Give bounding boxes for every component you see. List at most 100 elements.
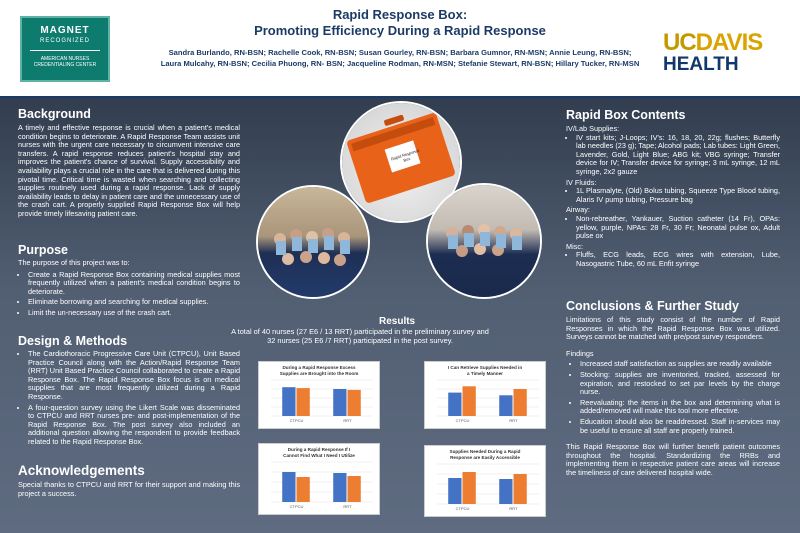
- background-heading: Background: [18, 107, 91, 121]
- purpose-list: Create a Rapid Response Box containing m…: [18, 270, 240, 318]
- contents-group-list: 1L Plasmalyte, (Old) Bolus tubing, Squee…: [566, 186, 780, 204]
- results-text: A total of 40 nurses (27 E6 / 13 RRT) pa…: [231, 327, 489, 345]
- contents-section: IV/Lab Supplies: IV start kits; J-Loops;…: [566, 124, 780, 271]
- contents-heading: Rapid Box Contents: [566, 108, 686, 122]
- chart-title: Supplies are Brought into the Room: [280, 371, 359, 376]
- ucd-logo-davis: DAVIS: [695, 29, 764, 56]
- findings-list: Increased staff satisfaction as supplies…: [566, 360, 780, 435]
- chart-bar: [499, 479, 513, 504]
- chart-category-label: RRT: [509, 418, 518, 423]
- header: MAGNET RECOGNIZED AMERICAN NURSES CREDEN…: [0, 0, 800, 98]
- chart-bar: [333, 473, 347, 502]
- ack-text: Special thanks to CTPCU and RRT for thei…: [18, 480, 240, 498]
- contents-item: 1L Plasmalyte, (Old) Bolus tubing, Squee…: [576, 186, 780, 204]
- magnet-logo-divider: [30, 50, 100, 51]
- chart-bar: [282, 387, 296, 416]
- team-illustration-right: [446, 224, 522, 257]
- contents-group-list: IV start kits; J-Loops; IV's: 16, 18, 20…: [566, 133, 780, 177]
- chart-category-label: RRT: [509, 506, 518, 511]
- finding-item: Stocking: supplies are inventoried, trac…: [580, 370, 780, 397]
- orange-box-illustration: [347, 113, 455, 203]
- chart-category-label: CTPCU: [456, 418, 470, 423]
- contents-item: IV start kits; J-Loops; IV's: 16, 18, 20…: [576, 133, 780, 177]
- magnet-logo: MAGNET RECOGNIZED AMERICAN NURSES CREDEN…: [20, 16, 110, 82]
- poster-title: Rapid Response Box: Promoting Efficiency…: [120, 7, 680, 39]
- chart-category-label: RRT: [343, 418, 352, 423]
- chart-bar: [282, 472, 296, 502]
- contents-group-list: Non-rebreather, Yankauer, Suction cathet…: [566, 214, 780, 241]
- author-line2: Laura Mulcahy, RN-BSN; Cecilia Phuong, R…: [160, 59, 640, 68]
- chart-title: Cannot Find What I Need I Utilize: [283, 453, 355, 458]
- chart-category-label: CTPCU: [290, 504, 304, 509]
- contents-group-label: Misc:: [566, 241, 584, 251]
- purpose-item: Create a Rapid Response Box containing m…: [28, 270, 240, 297]
- chart-bar: [448, 478, 462, 504]
- chart-title: a Timely Manner: [467, 371, 503, 376]
- findings-label: Findings: [566, 348, 594, 358]
- background-text: A timely and effective response is cruci…: [18, 123, 240, 218]
- chart-bar: [347, 476, 361, 502]
- conclusions-closing: This Rapid Response Box will further ben…: [566, 442, 780, 477]
- contents-group-list: Fluffs, ECG leads, ECG wires with extens…: [566, 250, 780, 268]
- contents-group-label: Airway:: [566, 205, 590, 215]
- chart-title: I Can Retrieve Supplies Needed in: [448, 365, 522, 370]
- purpose-intro: The purpose of this project was to:: [18, 258, 130, 267]
- purpose-heading: Purpose: [18, 243, 69, 257]
- poster-title-line1: Rapid Response Box:: [332, 7, 468, 22]
- chart-bar: [448, 392, 462, 416]
- chart-bar: [333, 389, 347, 416]
- contents-group-label: IV/Lab Supplies:: [566, 124, 620, 133]
- chart-category-label: CTPCU: [290, 418, 304, 423]
- chart-svg: I Can Retrieve Supplies Needed ina Timel…: [437, 365, 539, 423]
- purpose-item: Eliminate borrowing and searching for me…: [28, 298, 240, 307]
- poster-title-line2: Promoting Efficiency During a Rapid Resp…: [254, 23, 546, 38]
- design-list: The Cardiothoracic Progressive Care Unit…: [18, 349, 240, 447]
- conclusions-limitations: Limitations of this study consist of the…: [566, 315, 780, 342]
- ucdavis-health-logo: UCDAVIS HEALTH: [663, 29, 778, 76]
- chart-bar: [513, 474, 527, 504]
- finding-item: Reevaluating: the items in the box and d…: [580, 398, 780, 416]
- contents-item: Non-rebreather, Yankauer, Suction cathet…: [576, 214, 780, 241]
- chart-category-label: RRT: [343, 504, 352, 509]
- chart-title: Response are Easily Accessible: [450, 455, 520, 460]
- design-heading: Design & Methods: [18, 334, 128, 348]
- team-photo-left: [256, 185, 370, 299]
- chart-title: During a Rapid Response If I: [288, 447, 351, 452]
- magnet-logo-subtitle: RECOGNIZED: [39, 38, 90, 44]
- ucd-logo-uc: UC: [663, 29, 697, 56]
- results-heading: Results: [379, 316, 416, 327]
- chart-bar: [296, 388, 310, 416]
- team-photo-right: [426, 183, 542, 299]
- conclusions-section: Limitations of this study consist of the…: [566, 315, 780, 478]
- design-item: The Cardiothoracic Progressive Care Unit…: [28, 349, 240, 402]
- author-list: Sandra Burlando, RN-BSN; Rachelle Cook, …: [120, 47, 680, 69]
- ucd-logo-health: HEALTH: [663, 54, 739, 75]
- magnet-logo-org: AMERICAN NURSES CREDENTIALING CENTER: [33, 56, 97, 68]
- chart-bar: [499, 395, 513, 416]
- finding-item: Increased staff satisfaction as supplies…: [580, 360, 780, 369]
- purpose-section: The purpose of this project was to: Crea…: [18, 258, 240, 320]
- finding-item: Education should also be readdressed. St…: [580, 417, 780, 435]
- magnet-logo-title: MAGNET: [40, 25, 90, 36]
- author-line1: Sandra Burlando, RN-BSN; Rachelle Cook, …: [168, 48, 632, 57]
- conclusions-heading: Conclusions & Further Study: [566, 299, 739, 313]
- ack-heading: Acknowledgements: [18, 463, 145, 478]
- chart-bar: [462, 386, 476, 416]
- chart-bar: [296, 477, 310, 502]
- chart-bar: [462, 472, 476, 504]
- contents-item: Fluffs, ECG leads, ECG wires with extens…: [576, 250, 780, 268]
- team-illustration-left: [274, 228, 350, 266]
- chart-title: During a Rapid Response Excess: [282, 365, 355, 370]
- design-section: The Cardiothoracic Progressive Care Unit…: [18, 349, 240, 449]
- chart-bar: [347, 389, 361, 416]
- purpose-item: Limit the un-necessary use of the crash …: [28, 308, 240, 318]
- contents-group-label: IV Fluids:: [566, 177, 597, 187]
